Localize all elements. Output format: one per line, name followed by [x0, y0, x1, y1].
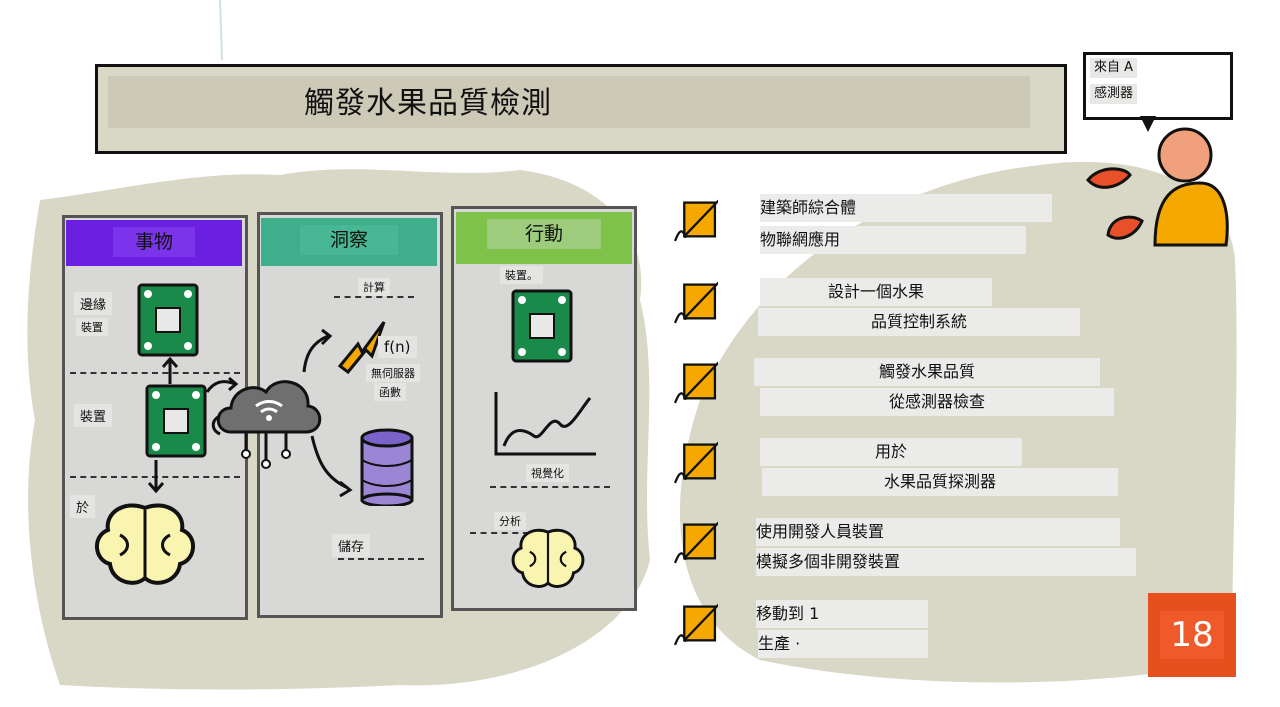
page-number-badge: 18 [1148, 593, 1236, 677]
page-title: 觸發水果品質檢測 [304, 86, 552, 121]
title-band [108, 76, 1030, 128]
analyze-underline [470, 532, 550, 534]
panel-action-heading: 行動 [456, 212, 632, 264]
label-compute: 計算 [358, 278, 390, 296]
panel-action-heading-label: 行動 [486, 219, 601, 249]
speech-line-2: 感測器 [1090, 84, 1138, 104]
step-line-2: 品質控制系統 [758, 308, 1080, 336]
visualize-underline [490, 486, 610, 488]
step-line-2: 水果品質探測器 [762, 468, 1118, 496]
label-on: 於 [70, 495, 96, 518]
checkbox-icon [673, 199, 718, 242]
divider-1 [70, 372, 240, 374]
chip-icon [511, 289, 573, 363]
label-functions: 函數 [374, 383, 406, 401]
speech-line-1: 來自 A [1090, 58, 1138, 78]
label-serverless: 無伺服器 [366, 364, 420, 382]
arrow-right-icon [205, 376, 239, 393]
chip-icon [137, 283, 199, 357]
step-line-1: 設計一個水果 [760, 278, 992, 306]
database-icon [310, 428, 414, 506]
arrow-up-icon [161, 356, 179, 384]
cloud-wifi-icon [211, 380, 322, 469]
panel-insights-heading: 洞察 [261, 218, 437, 266]
step-line-2: 物聯網應用 [760, 226, 1026, 254]
checkbox-icon [673, 281, 718, 324]
panel-things-heading-label: 事物 [112, 227, 195, 257]
checkbox-icon [673, 603, 718, 646]
checkbox-icon [673, 361, 718, 404]
label-device: 裝置 [74, 404, 113, 427]
line-chart-icon [494, 392, 596, 456]
checkbox-icon [673, 441, 718, 484]
arrow-down-icon [147, 460, 165, 494]
step-line-1: 觸發水果品質 [754, 358, 1100, 386]
storage-underline [338, 558, 424, 560]
speech-bubble-tail [1140, 116, 1156, 132]
chip-icon [145, 384, 207, 458]
page-number: 18 [1160, 611, 1224, 659]
step-line-2: 模擬多個非開發裝置 [756, 548, 1136, 576]
brain-icon [95, 503, 195, 585]
person-illustration [1086, 127, 1229, 247]
step-line-1: 建築師綜合體 [760, 194, 1052, 222]
panel-insights-heading-label: 洞察 [299, 225, 398, 255]
label-action-device: 裝置。 [500, 266, 543, 284]
label-storage: 儲存 [332, 534, 371, 557]
label-device-small: 裝置 [76, 318, 108, 336]
compute-underline [334, 296, 414, 298]
checkbox-icon [673, 521, 718, 564]
step-line-2: 生產 · [758, 630, 928, 658]
step-line-2: 從感測器檢查 [760, 388, 1114, 416]
label-visualize: 視覺化 [526, 464, 569, 482]
step-line-1: 移動到 1 [756, 600, 928, 628]
brain-icon [511, 528, 585, 588]
label-analyze: 分析 [494, 512, 526, 530]
label-fn: f(n) [378, 336, 417, 358]
step-line-1: 使用開發人員裝置 [756, 518, 1120, 546]
step-line-1: 用於 [760, 438, 1022, 466]
panel-things-heading: 事物 [66, 220, 242, 266]
label-edge: 邊緣 [74, 292, 113, 315]
